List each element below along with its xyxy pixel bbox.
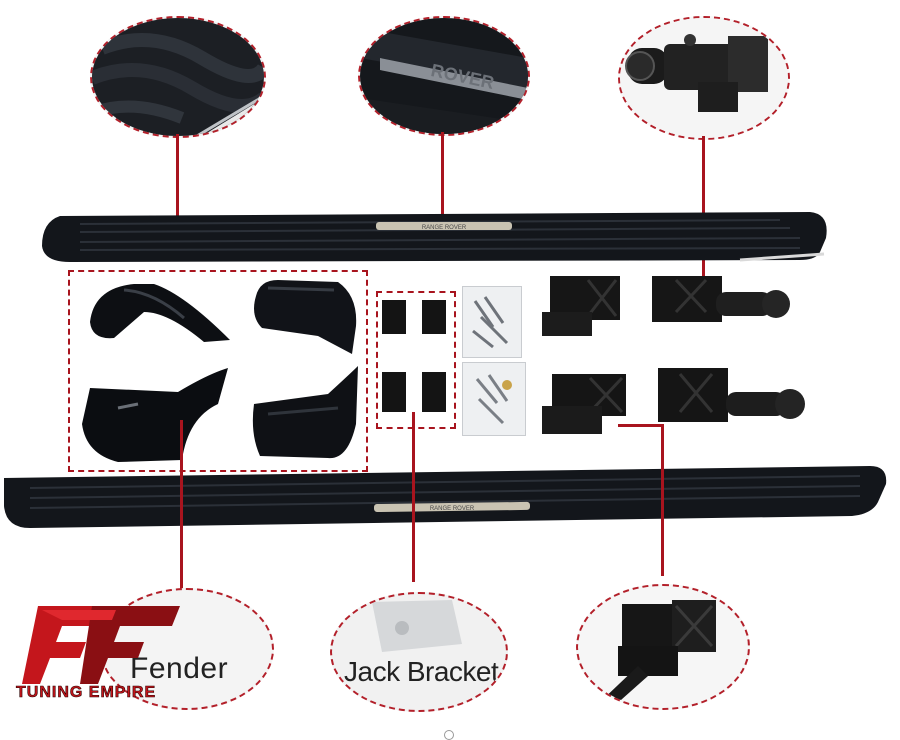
jack-bracket-closeup-image xyxy=(372,600,462,652)
brand-logo: TUNING EMPIRE xyxy=(16,600,190,708)
detail-bubble-logo-plate: ROVER xyxy=(358,16,530,136)
fender-front-left xyxy=(84,282,232,348)
leader-line-texture xyxy=(176,134,179,226)
leader-line-bracket-horizontal xyxy=(618,424,664,427)
mounting-bracket-bottom xyxy=(538,370,634,440)
bottom-board-plate-text: RANGE ROVER xyxy=(430,506,475,512)
fender-rear-right xyxy=(248,364,362,462)
detail-bubble-bracket xyxy=(576,584,750,710)
power-motor-top xyxy=(646,262,794,332)
leader-line-fender xyxy=(180,420,183,590)
brand-tagline: TUNING EMPIRE xyxy=(16,684,157,702)
running-board-bottom: RANGE ROVER xyxy=(0,462,890,532)
leader-line-motor xyxy=(702,136,705,280)
bracket-pad-1 xyxy=(382,300,406,334)
bracket-pad-2 xyxy=(422,300,446,334)
detail-bubble-motor xyxy=(618,16,790,140)
logo-plate-closeup-image: ROVER xyxy=(360,18,528,134)
bracket-closeup-image xyxy=(598,600,716,708)
leader-line-jack-bracket xyxy=(412,412,415,582)
jack-bracket-label: Jack Bracket xyxy=(344,656,499,687)
leader-line-bracket xyxy=(661,424,664,576)
running-board-top: RANGE ROVER xyxy=(40,208,830,268)
mounting-bracket-top xyxy=(540,272,624,342)
top-board-plate-text: RANGE ROVER xyxy=(422,225,467,231)
bracket-pad-3 xyxy=(382,372,406,412)
detail-bubble-texture xyxy=(90,16,266,138)
leader-line-logo-plate xyxy=(441,132,444,222)
texture-closeup-image xyxy=(92,18,264,136)
tuning-empire-logo-icon xyxy=(22,606,180,684)
hardware-bag-top xyxy=(462,286,522,358)
detail-bubble-jack-bracket: Jack Bracket xyxy=(330,592,508,712)
fender-rear-left xyxy=(78,364,232,464)
fender-group-box xyxy=(68,270,368,472)
fender-label: Fender xyxy=(130,652,229,685)
power-motor-bottom xyxy=(652,362,808,434)
bracket-pad-4 xyxy=(422,372,446,412)
fender-front-right xyxy=(248,276,360,356)
hardware-bag-bottom xyxy=(462,362,526,436)
jack-bracket-group-box xyxy=(376,291,456,429)
motor-closeup-image xyxy=(620,18,788,138)
page-indicator-dot xyxy=(444,730,454,740)
